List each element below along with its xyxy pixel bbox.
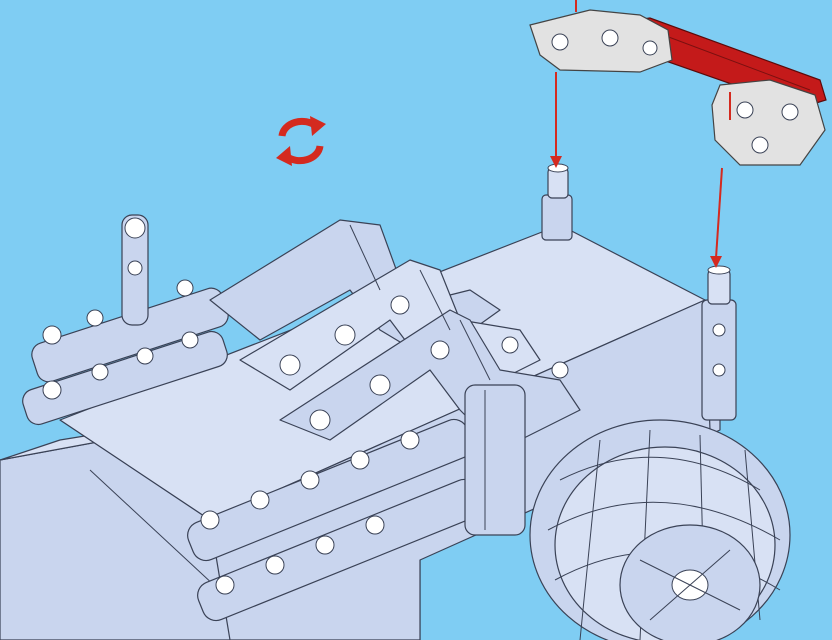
wheel-tire xyxy=(530,420,790,640)
chassis-post-front xyxy=(702,266,736,420)
new-subassembly xyxy=(530,10,826,165)
rotate-model-icon xyxy=(276,116,326,166)
chassis-post-rear xyxy=(542,164,572,240)
